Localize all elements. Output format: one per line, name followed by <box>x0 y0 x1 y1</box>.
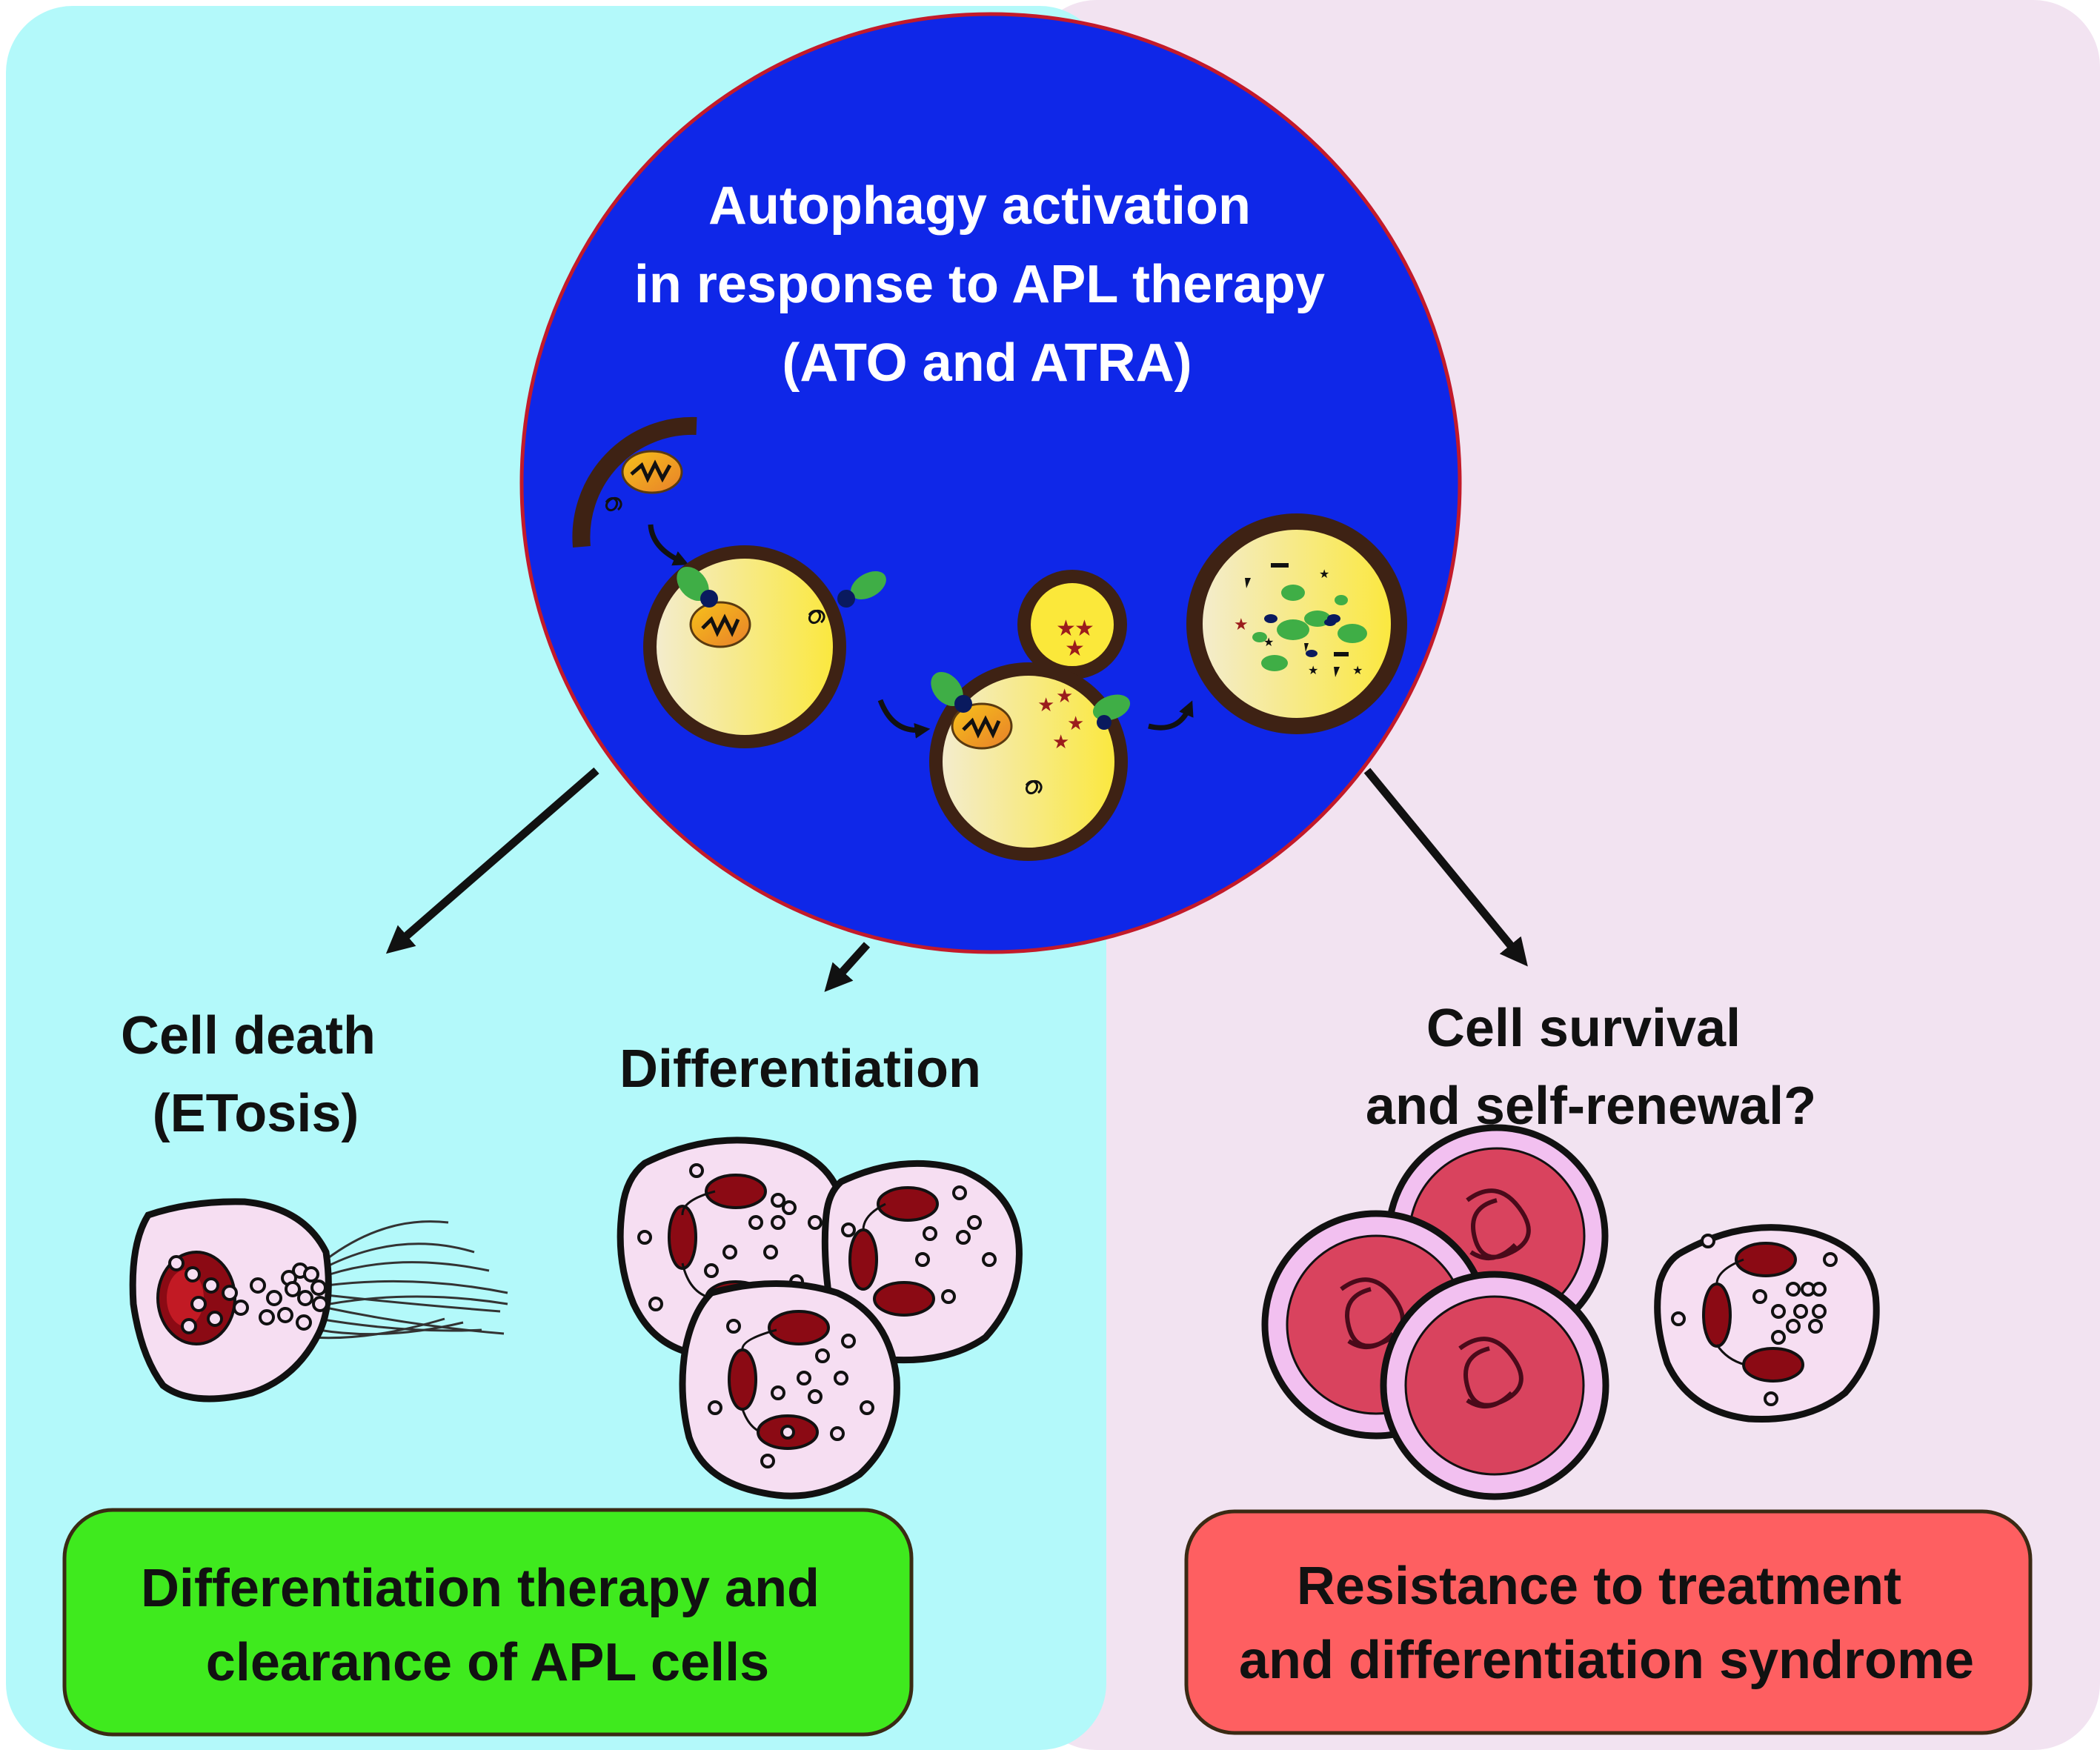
autolysosome-icon: ★★★★ <box>929 662 1131 861</box>
arrow-to-cell-death <box>385 767 599 954</box>
autophagosome-icon <box>643 545 886 748</box>
right-result-line-1: Resistance to treatment <box>1297 1557 1901 1616</box>
svg-text:★: ★ <box>1263 635 1274 649</box>
svg-text:★: ★ <box>1234 616 1249 634</box>
arrow-to-survival <box>1363 768 1528 967</box>
left-result-box <box>62 1508 914 1737</box>
arrow-to-differentiation <box>824 942 871 992</box>
svg-text:★: ★ <box>1052 731 1069 753</box>
mitochondrion-icon <box>621 450 683 494</box>
left-result-text: Differentiation therapy and clearance of… <box>141 1559 834 1692</box>
diff-cell-3 <box>679 1280 900 1500</box>
label-cell-death-line-2: (ETosis) <box>153 1084 359 1143</box>
left-result-line-1: Differentiation therapy and <box>141 1559 820 1618</box>
degrading-autolysosome-icon: ★ ★ ★ ★ ★ <box>1186 513 1407 734</box>
left-result-line-2: clearance of APL cells <box>206 1633 769 1692</box>
center-title-line-2: in response to APL therapy <box>634 255 1325 314</box>
small-arrow-2 <box>877 699 931 739</box>
svg-text:★: ★ <box>1067 713 1084 735</box>
phagophore-icon <box>572 416 697 548</box>
apl-blast-cells-icon <box>1261 1124 1609 1500</box>
center-title: Autophagy activation in response to APL … <box>634 176 1340 393</box>
blast-cell-3 <box>1380 1271 1609 1500</box>
label-survival-line-1: Cell survival <box>1426 999 1741 1058</box>
center-title-line-1: Autophagy activation <box>708 176 1251 236</box>
etosis-cell-icon <box>129 1198 508 1403</box>
svg-text:★: ★ <box>1074 616 1094 642</box>
svg-text:★: ★ <box>1352 663 1363 677</box>
right-result-text: Resistance to treatment and differentiat… <box>1239 1557 1974 1690</box>
label-cell-death-line-1: Cell death <box>121 1006 376 1065</box>
surviving-cell-icon <box>1654 1224 1880 1423</box>
svg-text:★: ★ <box>1319 567 1329 581</box>
center-title-line-3: (ATO and ATRA) <box>782 333 1192 393</box>
svg-text:★: ★ <box>1056 616 1076 642</box>
protein-squiggle-icon <box>605 497 622 512</box>
svg-text:★: ★ <box>1065 636 1085 662</box>
outcome-arrows <box>385 767 1528 992</box>
svg-text:★: ★ <box>1056 685 1073 708</box>
svg-text:★: ★ <box>1037 694 1054 716</box>
label-survival-line-2: and self-renewal? <box>1366 1077 1816 1136</box>
label-differentiation: Differentiation <box>619 1039 981 1099</box>
label-cell-death: Cell death (ETosis) <box>121 1006 391 1143</box>
diff-cell-2 <box>821 1160 1023 1364</box>
label-differentiation-line-1: Differentiation <box>619 1039 981 1099</box>
label-survival: Cell survival and self-renewal? <box>1366 999 1816 1136</box>
right-result-line-2: and differentiation syndrome <box>1239 1631 1974 1690</box>
right-result-box <box>1184 1509 2033 1735</box>
small-arrow-1 <box>648 524 689 566</box>
small-arrow-3 <box>1148 700 1194 731</box>
lysosome-icon: ★★★ <box>1017 570 1127 679</box>
differentiated-cells-icon <box>617 1137 1023 1500</box>
svg-text:★: ★ <box>1308 663 1318 677</box>
